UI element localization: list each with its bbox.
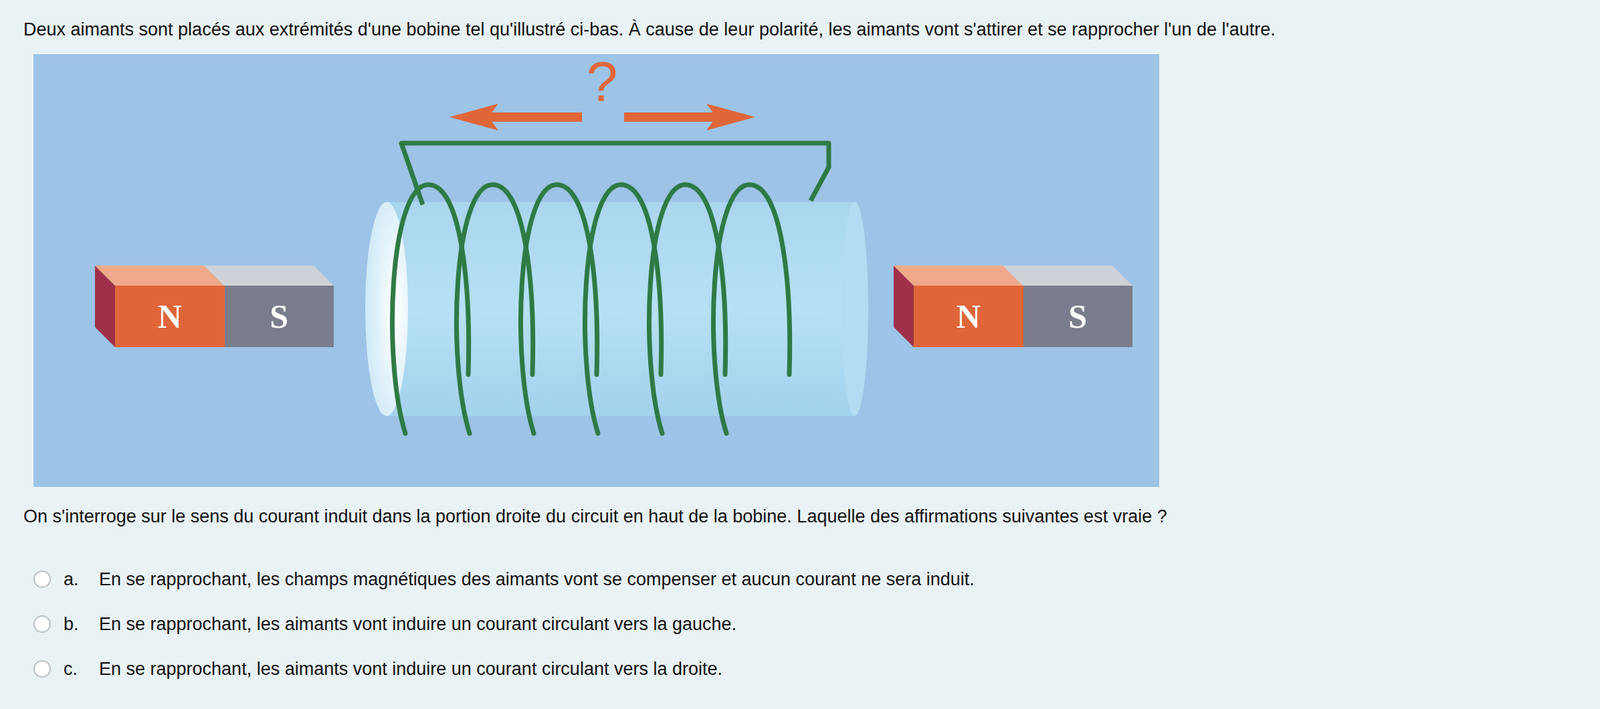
option-text: En se rapprochant, les aimants vont indu… [98, 613, 737, 637]
coil-core [365, 202, 869, 417]
option-letter: b. [63, 613, 79, 637]
question-text: On s'interroge sur le sens du courant in… [23, 505, 1168, 529]
panel-background [33, 54, 1160, 487]
coil-turn [713, 184, 790, 434]
coil-windings [392, 184, 790, 434]
radio-buttons [34, 571, 51, 677]
option-text: En se rapprochant, les champs magnétique… [98, 568, 975, 592]
pole-letter: S [224, 285, 335, 348]
pole-letter: S [1023, 285, 1134, 348]
circuit-wire [401, 143, 829, 205]
option-text: En se rapprochant, les aimants vont indu… [98, 658, 723, 681]
bar-magnet: NS [115, 285, 334, 348]
pole-letter: N [913, 285, 1024, 348]
magnet-left [94, 265, 334, 348]
question-mark: ? [586, 53, 619, 110]
bar-magnet: NS [913, 285, 1133, 348]
magnet-right [893, 265, 1133, 348]
intro-text: Deux aimants sont placés aux extrémités … [23, 18, 1276, 42]
pole-letter: N [115, 285, 225, 348]
option-letter: a. [63, 568, 79, 592]
option-letter: c. [63, 658, 78, 681]
